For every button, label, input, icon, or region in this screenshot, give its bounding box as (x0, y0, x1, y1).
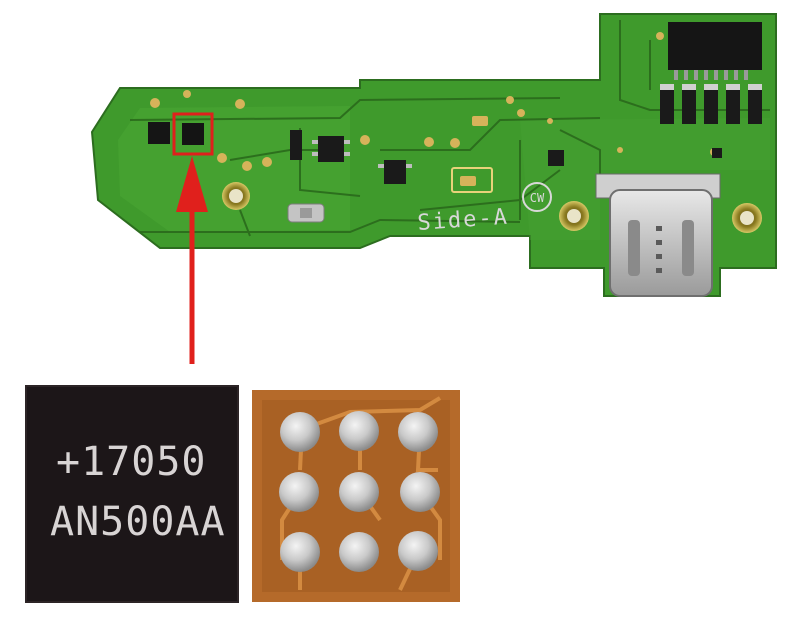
smd-components (148, 22, 762, 223)
solder-ball (279, 472, 319, 512)
target-chip-on-board (182, 123, 204, 145)
solder-ball (339, 411, 379, 451)
chip-bottom-view (252, 390, 460, 602)
solder-ball (280, 532, 320, 572)
mounting-holes (222, 182, 762, 233)
usb-c-port (595, 173, 721, 297)
solder-ball (398, 531, 438, 571)
pointer-arrow (176, 156, 208, 364)
solder-ball (339, 472, 379, 512)
pcb-board: Side-A CW (90, 13, 777, 297)
chip-marking-line2: AN500AA (50, 499, 226, 545)
solder-balls (279, 411, 440, 572)
highlight-box (172, 112, 214, 156)
chip-top-view: +17050 AN500AA (25, 385, 239, 603)
silkscreen-cw-label: CW (530, 191, 545, 205)
pcb-pads (150, 32, 718, 193)
solder-ball (400, 472, 440, 512)
chip-marking-line1: +17050 (56, 439, 207, 485)
solder-ball (398, 412, 438, 452)
silkscreen-cw-circle (522, 182, 552, 212)
solder-ball (339, 532, 379, 572)
solder-ball (280, 412, 320, 452)
